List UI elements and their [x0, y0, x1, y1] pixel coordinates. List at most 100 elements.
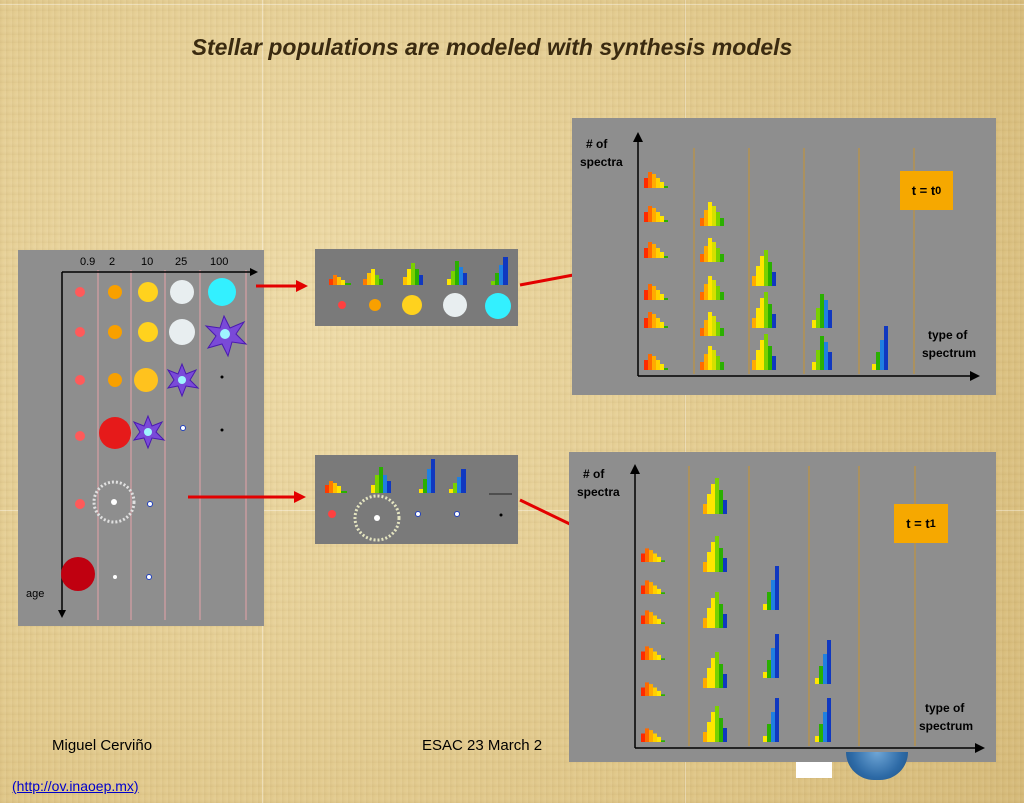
spectrum-bar	[664, 256, 668, 258]
spectrum-bar	[661, 622, 665, 624]
spectrum-bar	[657, 618, 661, 624]
x-axis-label: spectrum	[919, 719, 973, 733]
spectrum-bar	[648, 242, 652, 258]
spectrum-bar	[771, 648, 775, 678]
spectrum-bar	[645, 548, 649, 562]
spectrum-bar	[767, 724, 771, 742]
spectrum-bar	[711, 484, 715, 514]
spectrum-bar	[772, 356, 776, 370]
spectrum-bar	[756, 350, 760, 370]
spectrum-bar	[828, 352, 832, 370]
spectrum-bar	[703, 618, 707, 628]
spectrum-bar	[768, 304, 772, 328]
spectrum-bar	[700, 292, 704, 300]
spectrum-bar	[820, 336, 824, 370]
spectrum-bar	[828, 310, 832, 328]
spectrum-bar	[872, 364, 876, 370]
spectrum-bar	[644, 290, 648, 300]
spectrum-bar	[880, 340, 884, 370]
spectrum-bar	[723, 558, 727, 572]
spectrum-bar	[708, 276, 712, 300]
spectrum-bar	[812, 320, 816, 328]
site-url-link[interactable]: (http://ov.inaoep.mx)	[12, 778, 139, 794]
spectrum-bar	[703, 504, 707, 514]
spectrum-bar	[716, 248, 720, 262]
spectrum-bar	[649, 730, 653, 742]
spectrum-bar	[664, 220, 668, 222]
spectrum-bar	[653, 615, 657, 624]
spectrum-bar	[649, 684, 653, 696]
spectrum-bar	[657, 654, 661, 660]
spectra-histogram-t1: # of spectra type of spectrum	[577, 464, 985, 753]
spectrum-bar	[653, 733, 657, 742]
spectrum-bar	[661, 740, 665, 742]
spectrum-bar	[772, 272, 776, 286]
spectrum-bar	[700, 362, 704, 370]
spectrum-bar	[764, 250, 768, 286]
spectrum-bar	[716, 322, 720, 336]
spectrum-bar	[711, 542, 715, 572]
spectrum-bar	[652, 208, 656, 222]
spectrum-bar	[723, 500, 727, 514]
spectrum-bar	[876, 352, 880, 370]
spectrum-bar	[723, 674, 727, 688]
spectrum-icon	[371, 467, 391, 493]
spectrum-bar	[720, 328, 724, 336]
spectrum-bar	[815, 678, 819, 684]
spectrum-bar	[660, 182, 664, 188]
spectrum-bar	[819, 666, 823, 684]
spectrum-bar	[752, 276, 756, 286]
spectrum-bar	[660, 322, 664, 328]
spectrum-bar	[664, 368, 668, 370]
spectrum-bar	[771, 712, 775, 742]
spectrum-bar	[760, 298, 764, 328]
spectrum-icon	[447, 261, 467, 285]
spectrum-bar	[700, 328, 704, 336]
spectrum-bar	[827, 640, 831, 684]
mass-label: 100	[210, 256, 228, 268]
spectrum-bar	[641, 553, 645, 562]
spectrum-bar	[704, 246, 708, 262]
y-axis-label: # of	[583, 467, 605, 481]
spectrum-bar	[716, 356, 720, 370]
spectrum-bar	[656, 360, 660, 370]
spectrum-bar	[661, 560, 665, 562]
spectrum-bar	[719, 718, 723, 742]
spectrum-bar	[644, 248, 648, 258]
spectrum-bar	[768, 346, 772, 370]
spectrum-bar	[715, 536, 719, 572]
spectrum-bar	[884, 326, 888, 370]
mass-age-panel: 0.9 2 10 25 100 age	[18, 250, 264, 626]
spectrum-bar	[656, 290, 660, 300]
spectrum-bar	[704, 320, 708, 336]
spectrum-bar	[816, 308, 820, 328]
spectrum-bar	[823, 654, 827, 684]
spectrum-bar	[653, 585, 657, 594]
spectrum-icon	[403, 263, 423, 285]
spectrum-bar	[712, 206, 716, 226]
x-axis-label: type of	[925, 701, 965, 715]
spectrum-bar	[824, 342, 828, 370]
spectrum-bar	[707, 494, 711, 514]
age-axis-label: age	[26, 588, 44, 600]
spectrum-bar	[708, 312, 712, 336]
x-axis-label: type of	[928, 328, 968, 342]
spectrum-bar	[712, 350, 716, 370]
spectrum-bar	[816, 350, 820, 370]
spectrum-bar	[648, 172, 652, 188]
spectrum-bar	[703, 562, 707, 572]
logo-mark	[796, 762, 832, 778]
spectrum-bar	[652, 244, 656, 258]
spectrum-bar	[657, 556, 661, 562]
spectrum-bar	[720, 218, 724, 226]
population-t0-strip	[315, 249, 518, 326]
y-axis-label: spectra	[577, 485, 620, 499]
spectrum-bar	[763, 672, 767, 678]
spectrum-bar	[771, 580, 775, 610]
badge-subscript: 1	[929, 517, 936, 530]
spectrum-bar	[657, 736, 661, 742]
spectrum-bar	[644, 178, 648, 188]
spectrum-bar	[720, 292, 724, 300]
spectrum-bar	[660, 364, 664, 370]
